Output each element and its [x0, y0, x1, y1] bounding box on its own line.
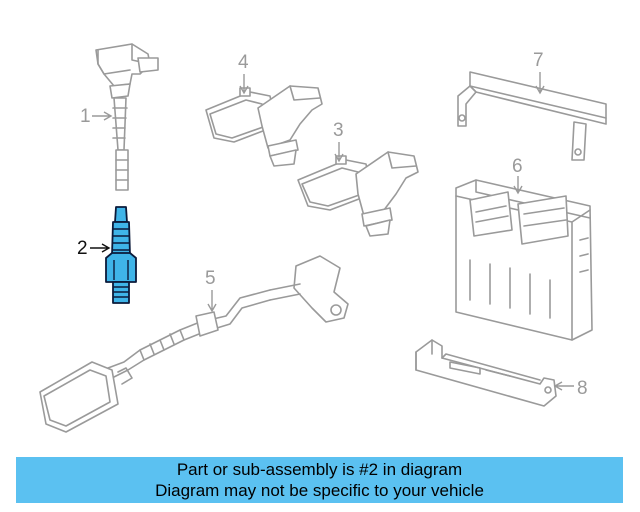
- banner-line-1: Part or sub-assembly is #2 in diagram: [176, 460, 463, 479]
- part-sensor-harness[interactable]: 5: [39, 255, 349, 433]
- part-sensor-upper[interactable]: 4: [205, 52, 323, 167]
- part-mounting-plate[interactable]: 8: [415, 339, 588, 407]
- info-banner: Part or sub-assembly is #2 in diagram Di…: [16, 457, 623, 503]
- callout-6: 6: [512, 156, 523, 177]
- callout-3: 3: [333, 120, 344, 141]
- parts-diagram: 1 2 4 3: [39, 43, 607, 433]
- callout-7: 7: [533, 50, 544, 71]
- callout-1: 1: [80, 106, 91, 127]
- part-sensor-lower[interactable]: 3: [297, 120, 419, 237]
- part-bracket[interactable]: 7: [457, 50, 607, 161]
- part-control-module[interactable]: 6: [455, 156, 593, 341]
- callout-5: 5: [205, 268, 216, 289]
- callout-4: 4: [238, 52, 249, 73]
- banner-line-2: Diagram may not be specific to your vehi…: [155, 481, 484, 500]
- callout-8: 8: [577, 378, 588, 399]
- part-ignition-coil[interactable]: 1: [80, 43, 159, 191]
- part-spark-plug-highlighted[interactable]: 2: [77, 206, 137, 304]
- callout-2: 2: [77, 238, 88, 259]
